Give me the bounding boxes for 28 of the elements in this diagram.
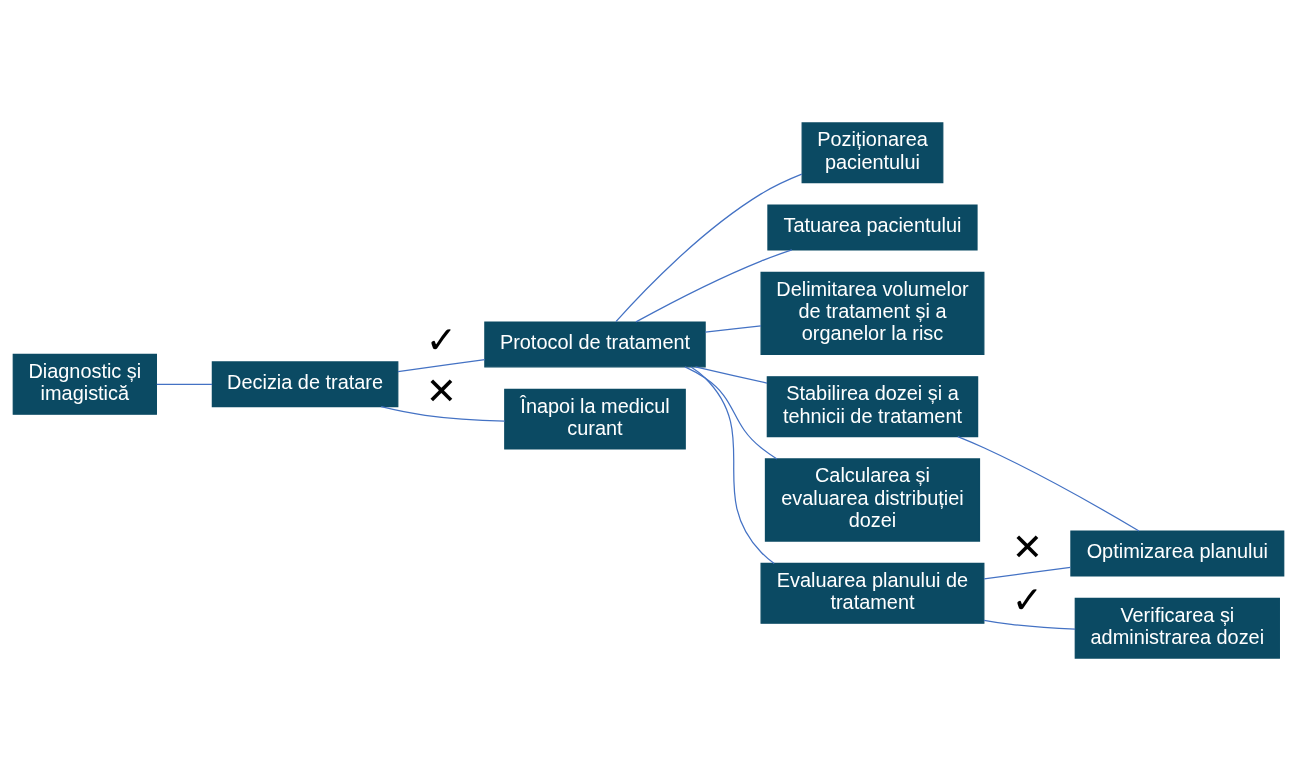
edge-label: ✕ xyxy=(1011,524,1044,569)
connector xyxy=(635,249,793,323)
edge-label: ✓ xyxy=(425,318,457,363)
connector xyxy=(983,566,1072,580)
node-box: Protocol de tratament xyxy=(484,321,706,368)
node-box: Decizia de tratare xyxy=(211,361,399,408)
node-box: Delimitarea volumelor de tratament și a organelor la risc xyxy=(760,271,985,356)
node-box: Stabilirea dozei și a tehnicii de tratament xyxy=(766,376,979,438)
node-box: Înapoi la medicul curant xyxy=(504,388,686,450)
connector xyxy=(694,366,768,384)
node-box: Optimizarea planului xyxy=(1070,530,1285,577)
node-box: Evaluarea planului de tratament xyxy=(760,562,985,624)
edge-label: ✕ xyxy=(425,369,457,414)
connector xyxy=(684,366,778,460)
connector xyxy=(957,435,1140,532)
node-box: Tatuarea pacientului xyxy=(767,204,978,251)
connector xyxy=(983,619,1076,630)
connector xyxy=(704,325,762,333)
connector xyxy=(397,358,486,373)
node-box: Verificarea și administrarea dozei xyxy=(1074,597,1280,659)
edge-label: ✓ xyxy=(1011,578,1044,623)
node-box: Poziționarea pacientului xyxy=(801,122,944,184)
connector xyxy=(380,406,506,422)
connector xyxy=(615,173,803,323)
node-box: Calcularea și evaluarea distribuției dozei xyxy=(764,458,981,542)
connector xyxy=(156,383,213,385)
connector xyxy=(690,366,775,565)
node-box: Diagnostic și imagistică xyxy=(12,353,157,415)
